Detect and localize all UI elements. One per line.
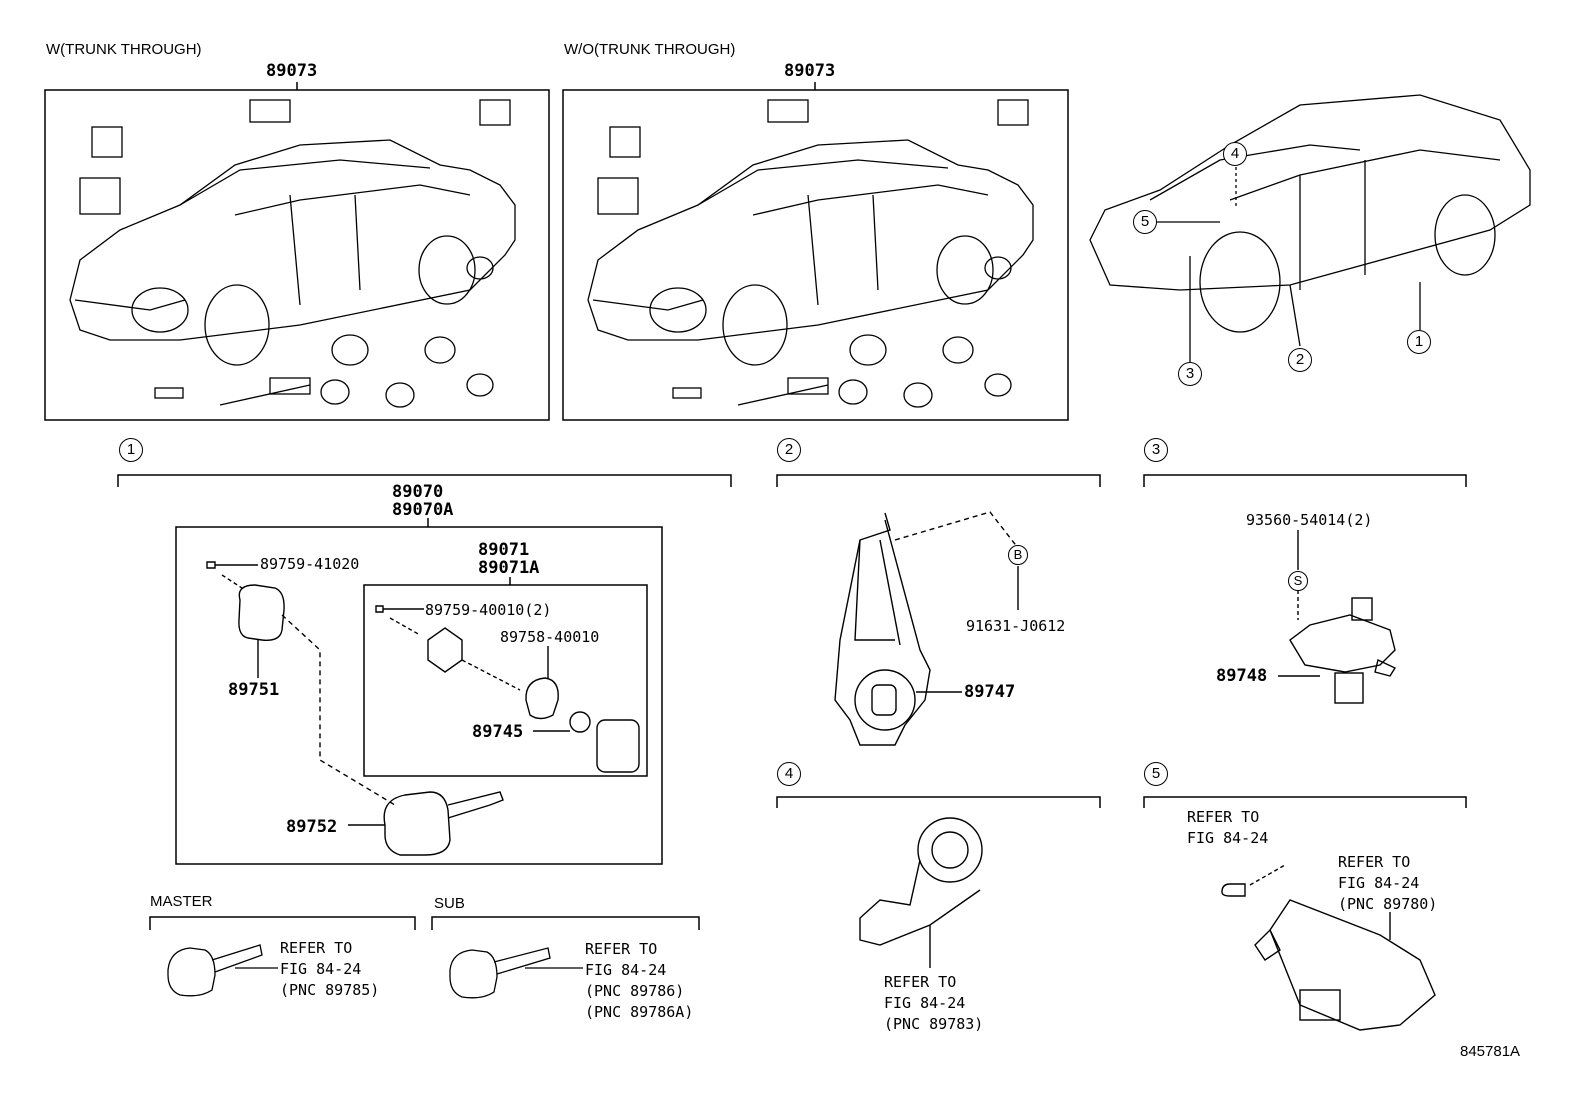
label-battery-89745: 89745 bbox=[472, 722, 524, 742]
bracket-section-1 bbox=[117, 474, 732, 487]
section-callout-5: 5 bbox=[1144, 762, 1168, 786]
section-callout-2: 2 bbox=[777, 438, 801, 462]
locator-callout-3: 3 bbox=[1178, 362, 1202, 386]
kit-part-sketches-2 bbox=[597, 99, 1029, 408]
kit-part-sketches-1 bbox=[79, 99, 511, 408]
section-callout-4: 4 bbox=[777, 762, 801, 786]
part-number-89073-without: 89073 bbox=[784, 61, 836, 81]
sub-refer-line-2: FIG 84-24 bbox=[585, 961, 667, 979]
sub-refer-line-3: (PNC 89786) bbox=[585, 982, 685, 1000]
label-bolt-91631-J0612: 91631-J0612 bbox=[966, 617, 1066, 635]
section5-refer-b-line-2: FIG 84-24 bbox=[1338, 874, 1420, 892]
label-screw-89759-40010: 89759-40010(2) bbox=[425, 601, 552, 619]
heading-sub: SUB bbox=[434, 895, 465, 912]
label-cover-89751: 89751 bbox=[228, 680, 280, 700]
section3-part bbox=[1278, 530, 1397, 704]
kit-frame-89070 bbox=[175, 526, 663, 865]
car-sedan-front-left-1 bbox=[69, 139, 516, 366]
sub-refer-line-1: REFER TO bbox=[585, 940, 658, 958]
master-refer-line-1: REFER TO bbox=[280, 939, 353, 957]
heading-with-trunk-through: W(TRUNK THROUGH) bbox=[46, 41, 202, 58]
figure-id: 845781A bbox=[1460, 1043, 1521, 1060]
section5-refer-b-line-1: REFER TO bbox=[1338, 853, 1411, 871]
section5-refer-a-line-2: FIG 84-24 bbox=[1187, 829, 1269, 847]
part-number-89073-with: 89073 bbox=[266, 61, 318, 81]
master-refer-line-2: FIG 84-24 bbox=[280, 960, 362, 978]
locator-callout-5: 5 bbox=[1133, 210, 1157, 234]
label-screw-93560-54014: 93560-54014(2) bbox=[1246, 511, 1373, 529]
section-callout-1: 1 bbox=[119, 438, 143, 462]
bracket-section-5 bbox=[1143, 796, 1467, 808]
locator-callout-1: 1 bbox=[1407, 330, 1431, 354]
bolt-marker-b: B bbox=[1008, 545, 1028, 565]
locator-callout-2: 2 bbox=[1288, 348, 1312, 372]
label-screw-89759-41020: 89759-41020 bbox=[260, 555, 360, 573]
sub-key-sketch bbox=[449, 947, 583, 999]
locator-callout-4: 4 bbox=[1223, 142, 1247, 166]
bracket-master bbox=[149, 916, 416, 930]
section5-refer-b-line-3: (PNC 89780) bbox=[1338, 895, 1438, 913]
label-part-89748: 89748 bbox=[1216, 666, 1268, 686]
bracket-sub bbox=[431, 916, 700, 930]
screw-marker-s: S bbox=[1288, 571, 1308, 591]
section1-parts bbox=[206, 561, 640, 856]
car-sedan-front-left-2 bbox=[587, 139, 1034, 366]
section2-part bbox=[834, 511, 1019, 746]
section4-part bbox=[859, 817, 983, 968]
master-refer-line-3: (PNC 89785) bbox=[280, 981, 380, 999]
section4-refer-line-2: FIG 84-24 bbox=[884, 994, 966, 1012]
sub-refer-line-4: (PNC 89786A) bbox=[585, 1003, 694, 1021]
label-gasket-89758-40010: 89758-40010 bbox=[500, 628, 600, 646]
kit-part-89071A: 89071A bbox=[478, 558, 540, 578]
heading-without-trunk-through: W/O(TRUNK THROUGH) bbox=[564, 41, 736, 58]
bracket-section-2 bbox=[776, 474, 1101, 487]
master-key-sketch bbox=[167, 944, 278, 997]
bracket-section-4 bbox=[776, 796, 1101, 808]
section5-part bbox=[1221, 864, 1436, 1031]
section-callout-3: 3 bbox=[1144, 438, 1168, 462]
kit-part-89071: 89071 bbox=[478, 540, 530, 560]
kit-part-89070A: 89070A bbox=[392, 500, 454, 520]
panel-with-trunk-frame bbox=[44, 89, 550, 421]
panel-without-trunk-frame bbox=[562, 89, 1069, 421]
car-locator-view bbox=[1089, 94, 1531, 362]
section4-refer-line-3: (PNC 89783) bbox=[884, 1015, 984, 1033]
bracket-section-3 bbox=[1143, 474, 1467, 487]
label-part-89747: 89747 bbox=[964, 682, 1016, 702]
kit-part-89070: 89070 bbox=[392, 482, 444, 502]
section5-refer-a-line-1: REFER TO bbox=[1187, 808, 1260, 826]
section4-refer-line-1: REFER TO bbox=[884, 973, 957, 991]
kit-frame-89071 bbox=[363, 584, 648, 777]
label-key-89752: 89752 bbox=[286, 817, 338, 837]
heading-master: MASTER bbox=[150, 893, 213, 910]
